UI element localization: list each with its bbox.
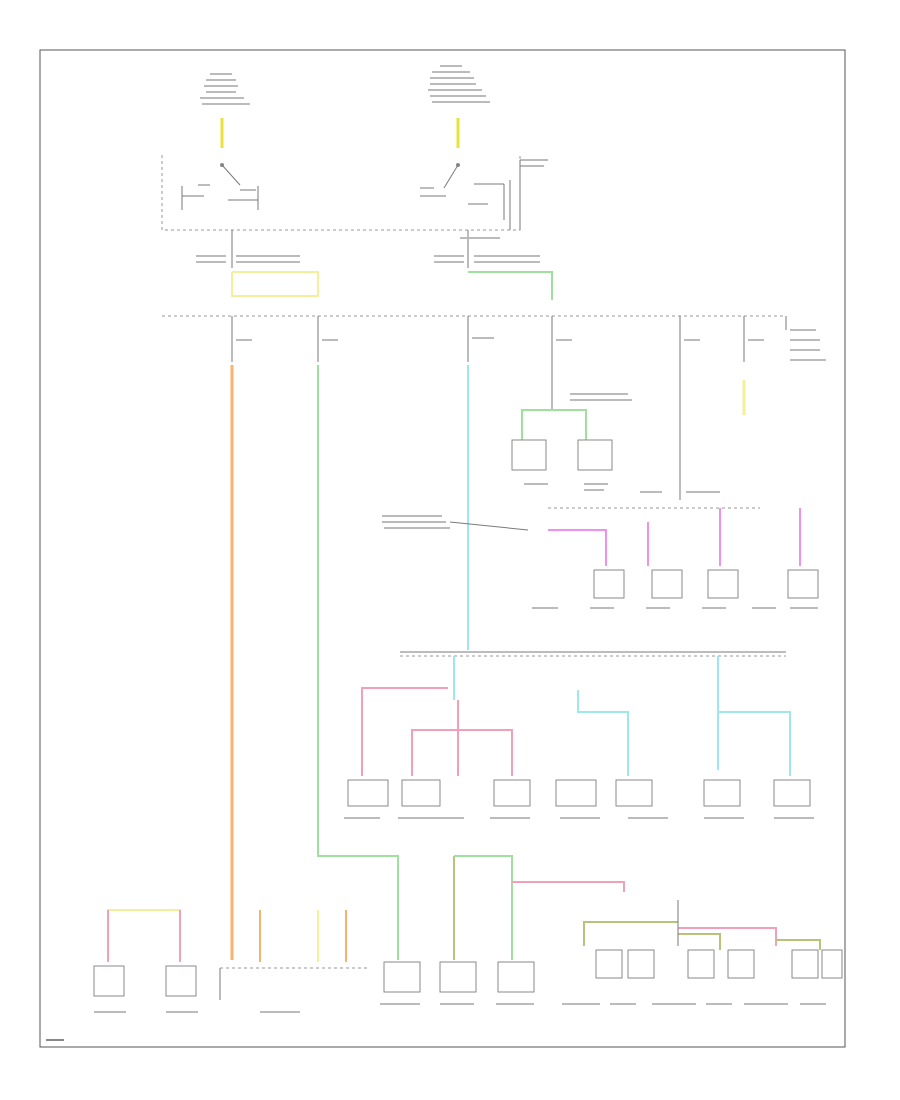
ignition-switch-right bbox=[420, 65, 548, 220]
diagram-frame bbox=[39, 49, 846, 1048]
switch-housing-outline bbox=[161, 155, 521, 231]
connector-group-upper bbox=[511, 362, 632, 491]
switch-label-left bbox=[200, 73, 250, 105]
fuse-junction-bus bbox=[162, 230, 787, 330]
switch-label-right bbox=[428, 65, 490, 103]
wire-green-main bbox=[317, 365, 399, 960]
connector-group-bottom bbox=[93, 855, 843, 1013]
jumper-green-top bbox=[468, 271, 553, 300]
fuse-taps bbox=[231, 316, 826, 500]
ignition-switch-left bbox=[181, 73, 259, 210]
connector-group-lower bbox=[344, 687, 814, 819]
jumper-light-yellow bbox=[231, 271, 319, 297]
connector-group-middle bbox=[382, 491, 819, 609]
